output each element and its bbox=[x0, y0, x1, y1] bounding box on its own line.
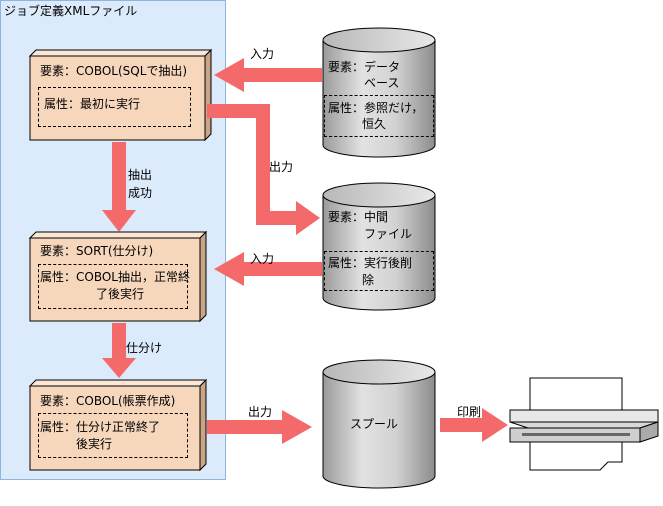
job-box-2 bbox=[28, 230, 208, 323]
intermediate-element-line-2: ファイル bbox=[364, 227, 413, 241]
sorting-label: 仕分け bbox=[126, 341, 163, 355]
arrow-db-to-job1 bbox=[214, 58, 322, 92]
job3-attr-line-2: 後実行 bbox=[76, 437, 113, 451]
spool-label: スプール bbox=[350, 417, 399, 431]
success-label: 成功 bbox=[128, 186, 153, 200]
panel-title: ジョブ定義XMLファイル bbox=[4, 4, 138, 18]
output-label-1: 出力 bbox=[269, 160, 294, 174]
database-cylinder bbox=[322, 27, 436, 158]
db-attr-line-2: 恒久 bbox=[362, 117, 387, 131]
arrow-job2-to-job3 bbox=[102, 323, 136, 378]
spool-cylinder bbox=[322, 359, 436, 489]
arrow-job1-to-intermediate bbox=[207, 104, 320, 235]
db-attr-box bbox=[324, 95, 434, 137]
print-label: 印刷 bbox=[457, 405, 482, 419]
printer-icon bbox=[509, 377, 659, 471]
job2-attr-box bbox=[38, 264, 188, 309]
job3-attr-line-1: 属性：仕分け正常終了 bbox=[40, 420, 161, 434]
input-label-2: 入力 bbox=[250, 252, 275, 266]
db-attr-line-1: 属性：参照だけ， bbox=[328, 101, 424, 115]
job-box-3 bbox=[28, 378, 208, 472]
db-element-line-2: ベース bbox=[364, 76, 400, 90]
input-label-1: 入力 bbox=[250, 47, 275, 61]
db-element-line-1: 要素：データ bbox=[328, 60, 401, 74]
intermediate-attr-line-1: 属性：実行後削 bbox=[328, 256, 413, 270]
job2-element-label: 要素：SORT(仕分け) bbox=[40, 244, 154, 258]
intermediate-attr-box bbox=[324, 251, 434, 291]
intermediate-attr-line-2: 除 bbox=[362, 273, 375, 287]
job2-attr-line-1: 属性：COBOL抽出，正常終 bbox=[40, 270, 190, 284]
output-label-2: 出力 bbox=[248, 405, 273, 419]
arrow-job1-to-job2 bbox=[102, 142, 136, 232]
extract-label: 抽出 bbox=[128, 168, 153, 182]
job1-element-label: 要素：COBOL(SQLで抽出) bbox=[40, 64, 188, 78]
arrow-job3-to-spool bbox=[207, 410, 312, 444]
arrow-intermediate-to-job2 bbox=[214, 252, 322, 286]
job1-attr-line-1: 属性：最初に実行 bbox=[44, 97, 141, 111]
job2-attr-line-2: 了後実行 bbox=[96, 287, 145, 301]
job3-attr-box bbox=[38, 413, 188, 458]
arrow-spool-to-printer bbox=[440, 408, 508, 442]
intermediate-file-cylinder bbox=[322, 182, 436, 311]
job3-element-label: 要素：COBOL(帳票作成) bbox=[40, 394, 176, 408]
job1-attr-box bbox=[38, 87, 191, 127]
intermediate-element-line-1: 要素：中間 bbox=[328, 210, 389, 224]
